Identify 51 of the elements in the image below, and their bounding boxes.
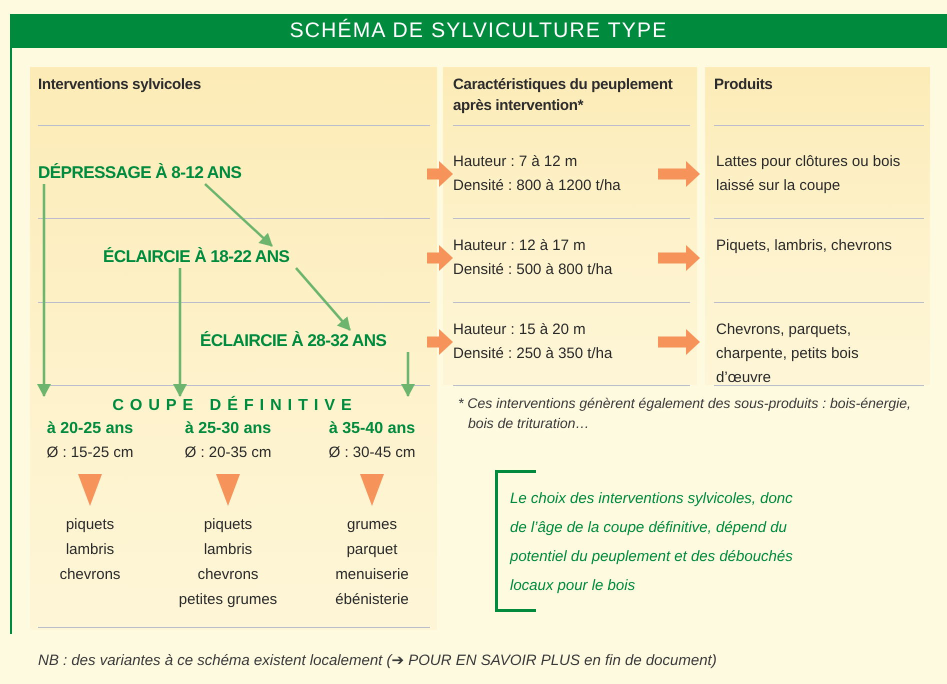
- block-arrow: [427, 329, 453, 355]
- characteristic-text: Hauteur : 15 à 20 m: [453, 320, 587, 340]
- characteristic-text: Hauteur : 7 à 12 m: [453, 152, 578, 172]
- column-header: Produits: [714, 75, 774, 95]
- diameter-text: Ø : 30-45 cm: [328, 443, 416, 463]
- block-arrow: [658, 245, 700, 271]
- product-item: piquets: [202, 515, 254, 535]
- product-item: chevrons: [58, 565, 122, 585]
- chevron-arrow: [78, 474, 102, 506]
- product-item: grumes: [346, 515, 398, 535]
- characteristic-text: Densité : 500 à 800 t/ha: [453, 260, 614, 280]
- age-label: à 20-25 ans: [46, 419, 134, 439]
- quote-text: Le choix des interventions sylvicoles, donc de l’âge de la coupe définitive, dépend du potentiel du peuplement et des débouchés locaux pour le bois: [510, 489, 794, 596]
- stage-label: DÉPRESSAGE À 8-12 ANS: [38, 162, 242, 184]
- characteristic-text: Densité : 250 à 350 t/ha: [453, 344, 614, 364]
- title: SCHÉMA DE SYLVICULTURE TYPE: [290, 19, 668, 43]
- product-item: ébénisterie: [334, 590, 410, 610]
- block-arrow: [427, 161, 453, 187]
- block-arrow: [658, 329, 700, 355]
- arrow: [295, 267, 351, 331]
- age-label: à 35-40 ans: [328, 419, 416, 439]
- column-header: Interventions sylvicoles: [38, 75, 202, 95]
- characteristic-text: Densité : 800 à 1200 t/ha: [453, 176, 622, 196]
- product-item: menuiserie: [334, 565, 410, 585]
- characteristic-text: Hauteur : 12 à 17 m: [453, 236, 587, 256]
- product-item: petites grumes: [178, 590, 278, 610]
- stage-label: ÉCLAIRCIE À 18-22 ANS: [103, 246, 290, 268]
- diameter-text: Ø : 20-35 cm: [184, 443, 272, 463]
- age-label: à 25-30 ans: [184, 419, 272, 439]
- product-item: chevrons: [196, 565, 260, 585]
- block-arrow: [658, 161, 700, 187]
- arrow: [37, 184, 51, 397]
- arrow: [401, 352, 415, 397]
- chevron-arrow: [360, 474, 384, 506]
- arrow: [204, 183, 273, 247]
- stage-label: ÉCLAIRCIE À 28-32 ANS: [200, 330, 386, 352]
- footnote: * Ces interventions génèrent également des sous-produits : bois-énergie, bois de trituration…: [458, 394, 912, 433]
- arrow: [173, 268, 187, 397]
- product-text: Lattes pour clôtures ou bois laissé sur la coupe: [716, 152, 902, 196]
- block-arrow: [427, 245, 453, 271]
- product-item: piquets: [64, 515, 116, 535]
- product-item: lambris: [202, 540, 254, 560]
- product-text: Chevrons, parquets, charpente, petits bois d’œuvre: [716, 320, 860, 388]
- product-text: Piquets, lambris, chevrons: [716, 236, 893, 256]
- chevron-arrow: [216, 474, 240, 506]
- column-header: Caractéristiques du peuplement après intervention*: [453, 75, 674, 116]
- note: NB : des variantes à ce schéma existent localement (➔ POUR EN SAVOIR PLUS en fin de document): [38, 651, 718, 671]
- product-item: lambris: [64, 540, 116, 560]
- diameter-text: Ø : 15-25 cm: [46, 443, 134, 463]
- section-heading: COUPE DÉFINITIVE: [111, 396, 359, 416]
- product-item: parquet: [346, 540, 398, 560]
